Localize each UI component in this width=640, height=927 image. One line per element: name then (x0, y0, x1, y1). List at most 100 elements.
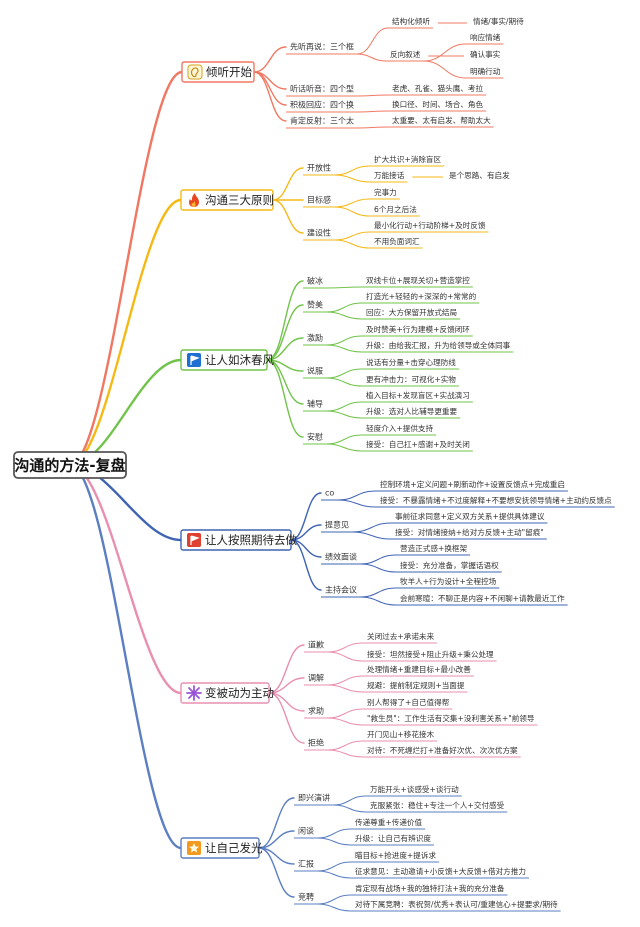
branch-connector (325, 410, 363, 419)
branch-connector (268, 692, 305, 744)
star-icon (187, 841, 201, 855)
branch-connector (326, 749, 364, 758)
branch-connector (272, 199, 304, 234)
flag-red-icon (186, 532, 202, 548)
leaf-label: 处理情绪+重建目标+最小改善 (367, 664, 471, 674)
branch-connector (359, 563, 397, 573)
nodes-layer: 倾听开始先听再说：三个框结构化倾听情绪/事实/期待反向叙述响应情绪确认事实明确行… (13, 16, 612, 909)
sub-topic-label: 听话听音：四个型 (290, 84, 354, 94)
leaf-label: 完事力 (374, 187, 397, 197)
section-label: 让人如沐春风 (205, 353, 274, 367)
sub-topic-label: 先听再说：三个框 (290, 42, 354, 52)
sub-topic-label: 破冰 (307, 276, 323, 286)
branch-connector (326, 708, 364, 719)
sub-topic-label: 主持会议 (325, 585, 357, 595)
branch-connector (268, 677, 305, 694)
section-box (180, 349, 268, 371)
branch-connector (258, 797, 295, 849)
branch-connector (332, 804, 367, 813)
ear-icon (187, 64, 203, 80)
leaf-label: 控制环境+定义问题+刷新动作+设置反馈点+完成重启 (380, 479, 565, 489)
leaf-label: 最小化行动+行动阶梯+及时反馈 (374, 220, 486, 230)
branch-connector (253, 71, 287, 122)
leaf-label: 双线卡位+展现关切+营造掌控 (366, 275, 470, 285)
branch-connector (290, 524, 322, 541)
leaf-label: 升级：由给我汇报，升为给领导或全体同事 (366, 340, 511, 350)
section-node[interactable]: 沟通三大原则 (180, 189, 274, 211)
leaf-label: 老虎、孔雀、猫头鹰、考拉 (392, 83, 484, 93)
star-cross-icon (186, 685, 202, 701)
leaf-label: 升级：选对人比辅导更重要 (366, 406, 458, 416)
section-box (180, 682, 270, 704)
section-label: 沟通三大原则 (205, 193, 274, 207)
root-label: 沟通的方法-复盘 (14, 457, 125, 475)
leaf-label: 轻度介入+提供支持 (366, 423, 434, 433)
sub-topic-label: 提意见 (325, 520, 349, 530)
leaf-label: 接受：自己扛+感谢+及时关闭 (366, 439, 470, 449)
branch-connector (326, 675, 364, 686)
branch-connector (326, 717, 364, 726)
branch-connector (266, 359, 304, 438)
branch-connector (356, 27, 389, 55)
leaf-label: 肯定现有战场+我的独特打法+我的充分准备 (355, 883, 505, 893)
branch-connector (316, 870, 352, 879)
branch-connector (268, 692, 305, 712)
branch-connector (325, 344, 363, 353)
sub-topic-label: 调解 (308, 673, 324, 683)
section-node[interactable]: 让自己发光 (180, 837, 263, 859)
branch-connector (356, 53, 387, 62)
branch-connector (266, 304, 304, 361)
leaf-label: 明确行动 (470, 66, 501, 76)
sub-topic-label: 说服 (307, 366, 323, 376)
branch-connector (325, 335, 363, 346)
sub-topic-label: 竞聘 (298, 892, 314, 902)
sub-topic-label: 辅导 (307, 399, 323, 409)
branch-connector (351, 531, 392, 540)
leaf-label: 会前寒暄：不聊正是内容+不闲聊+请教最近工作 (400, 593, 565, 603)
root-node[interactable]: 沟通的方法-复盘 (13, 451, 127, 479)
branch-connector (325, 311, 363, 320)
branch-connector (422, 60, 467, 79)
leaf-label: 及时赞美+行为建模+反馈闭环 (366, 324, 470, 334)
leaf-label: 植入目标+发现盲区+实战演习 (366, 390, 470, 400)
section-node[interactable]: 变被动为主动 (180, 682, 274, 704)
leaf-label: 别人帮得了+自己值得帮 (367, 697, 450, 707)
branch-connector (316, 861, 352, 872)
sub-topic-label: 即兴演讲 (298, 793, 330, 803)
leaf-label: 更有冲击力：可视化+实物 (366, 374, 456, 384)
leaf-label: 牧羊人+行为设计+全程控场 (400, 576, 497, 586)
leaf-label: 扩大共识+消除盲区 (374, 154, 442, 164)
edges-layer (68, 22, 615, 912)
leaf-label: 升级：让自己有辨识度 (355, 833, 431, 843)
leaf-label: 结构化倾听 (392, 16, 430, 26)
branch-connector (325, 434, 363, 445)
leaf-label: 传递尊重+传递价值 (355, 817, 423, 827)
section-node[interactable]: 让人如沐春风 (180, 349, 274, 371)
leaf-label: 不用负面词汇 (374, 236, 420, 246)
branch-connector (326, 642, 364, 653)
branch-connector (333, 231, 371, 241)
section-label: 变被动为主动 (205, 686, 274, 700)
leaf-label: 6个月之后法 (374, 204, 417, 214)
section-label: 让自己发光 (205, 841, 263, 855)
leaf-label: 确认事实 (470, 49, 501, 59)
leaf-label: 克服紧张：稳住+专注一个人+交付感受 (370, 800, 505, 810)
leaf-label: 换口径、时间、场合、角色 (392, 99, 484, 109)
branch-connector (326, 651, 364, 662)
sub-topic-label: 激励 (307, 333, 323, 343)
section-node[interactable]: 倾听开始 (181, 61, 255, 83)
section-label: 让人按照期待去做 (205, 533, 297, 547)
leaf-label: 万能开头+谈感受+谈行动 (370, 784, 459, 794)
branch-connector (325, 302, 363, 313)
branch-connector (325, 377, 363, 387)
section-node[interactable]: 让人按照期待去做 (180, 529, 297, 551)
sub-topic-label: 安慰 (307, 432, 323, 442)
leaf-label: 对待下属竞聘：表祝贺/优秀+表认可/重建信心+提要求/期待 (355, 899, 558, 909)
branch-connector (268, 644, 305, 694)
leaf-label: "救生员"：工作生活有交集+没利害关系+"前领导 (367, 713, 535, 723)
branch-connector (351, 522, 392, 533)
leaf-label: 接受：对情绪接纳+给对方反馈+主动"留痕" (395, 527, 544, 537)
leaf-label: 响应情绪 (470, 32, 501, 42)
branch-connector (336, 490, 377, 501)
